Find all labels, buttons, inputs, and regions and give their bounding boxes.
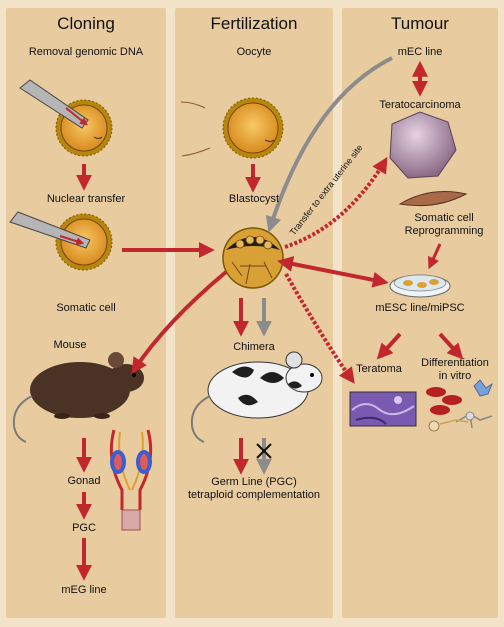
teratocarcinoma-label: Teratocarcinoma — [379, 99, 461, 111]
nuclear-transfer-label: Nuclear transfer — [46, 193, 126, 205]
teratoma-label: Teratoma — [356, 363, 402, 375]
somatic-cell-reprogramming-label-2: Reprogramming — [404, 225, 484, 237]
tetraploid-complementation-label: tetraploid complementation — [187, 489, 321, 501]
somatic-cell-reprogramming-label-1: Somatic cell — [414, 212, 474, 224]
mesc-line-label: mESC line/miPSC — [375, 302, 465, 314]
gonad-label: Gonad — [67, 475, 101, 487]
chimera-mouse-icon — [190, 351, 323, 443]
somatic-cell-spindle-icon — [398, 191, 468, 207]
removal-genomic-dna-label: Removal genomic DNA — [28, 46, 144, 58]
arrow-blastocyst-to-mouse — [131, 270, 228, 374]
arrow-blastocyst-mesc-double — [277, 256, 389, 288]
somatic-cell-label: Somatic cell — [56, 302, 116, 314]
cloning-title: Cloning — [57, 14, 115, 33]
enucleation-egg-icon — [55, 99, 113, 157]
differentiated-cells-icon — [426, 379, 493, 432]
arrow-mec-to-blastocyst — [265, 56, 393, 233]
fertilization-title: Fertilization — [210, 14, 298, 33]
injection-pipette-icon — [9, 211, 91, 249]
arrow-mesc-to-teratoma — [376, 332, 402, 360]
oocyte-label: Oocyte — [236, 46, 272, 58]
pgc-label: PGC — [72, 522, 96, 534]
tumour-title: Tumour — [391, 14, 449, 33]
in-vitro-label: in vitro — [438, 370, 472, 382]
petri-dish-icon — [389, 274, 451, 298]
arrow-blastocyst-to-teratoma — [284, 273, 355, 384]
gonad-illustration-icon — [109, 429, 153, 531]
tumour-panel — [342, 8, 498, 618]
teratocarcinoma-icon — [389, 111, 457, 179]
arrow-somatic-to-dish — [428, 243, 442, 270]
germ-line-label: Germ Line (PGC) — [211, 476, 297, 488]
arrow-mesc-to-differentiation — [438, 332, 464, 360]
blastocyst-label: Blastocyst — [228, 193, 280, 205]
mouse-label: Mouse — [53, 339, 87, 351]
teratoma-histology-icon — [349, 391, 417, 427]
pipette-icon — [19, 79, 89, 129]
differentiation-label: Differentiation — [421, 357, 489, 369]
brown-mouse-icon — [12, 352, 144, 443]
meg-line-label: mEG line — [61, 584, 107, 596]
oocyte-icon — [180, 97, 284, 159]
blastocyst-icon — [222, 227, 284, 289]
blocked-cross-icon — [256, 443, 272, 459]
chimera-label: Chimera — [233, 341, 275, 353]
mec-line-label: mEC line — [397, 46, 443, 58]
